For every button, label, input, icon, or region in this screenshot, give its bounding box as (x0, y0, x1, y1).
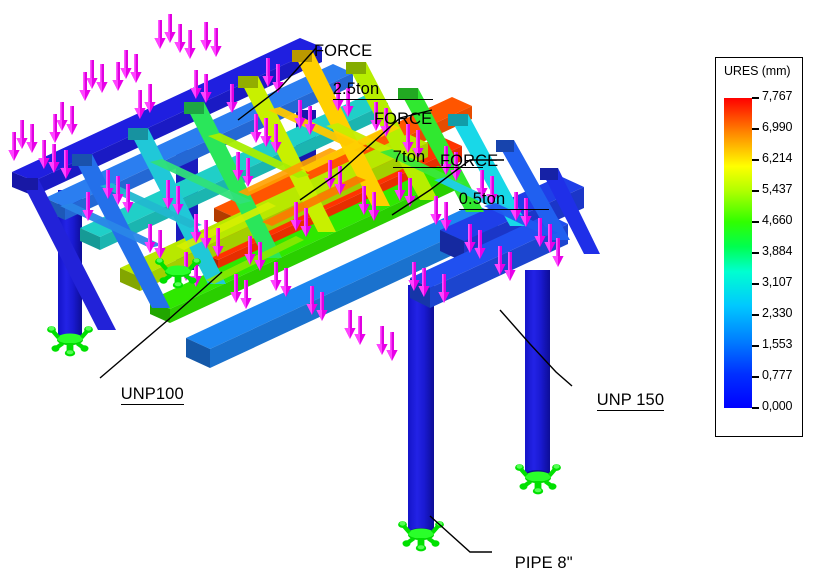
legend-tick-value: 0,000 (762, 399, 793, 413)
legend-tick-value: 1,553 (762, 337, 793, 351)
beam-unp150-front-edge (186, 204, 498, 368)
annotation-unp100: UNP100 (102, 366, 184, 424)
legend-tick-value: 7,767 (762, 89, 793, 103)
beam-transverse-5 (238, 76, 336, 232)
beam-transverse-4 (184, 102, 282, 258)
annotation-unp150: UNP 150 (578, 372, 665, 430)
beam-transverse-10 (496, 140, 570, 240)
annotation-force-2p5ton-line2: 2.5ton (332, 80, 434, 100)
leader-force-7ton (299, 109, 433, 201)
legend-tick: 5,437 (752, 182, 798, 198)
legend-tick-dash (752, 407, 759, 409)
legend-tick-dash (752, 221, 759, 223)
annotation-unp150-label: UNP 150 (596, 391, 665, 411)
legend-tick: 2,330 (752, 306, 798, 322)
legend-tick: 1,553 (752, 337, 798, 353)
leader-force-2p5ton (237, 47, 317, 121)
leader-force-0p5ton (391, 159, 504, 216)
legend-tick-value: 2,330 (762, 306, 793, 320)
annotation-force-7ton: FORCE 7ton (374, 72, 484, 187)
leader-unp150 (499, 309, 573, 387)
legend-tick-value: 4,660 (762, 213, 793, 227)
beam-transverse-8 (398, 88, 484, 212)
legend-colorbar-wrap (724, 98, 752, 408)
legend-tick-value: 3,107 (762, 275, 793, 289)
legend-tick: 3,107 (752, 275, 798, 291)
legend-tick: 4,660 (752, 213, 798, 229)
column-pipe8-front (408, 285, 434, 538)
annotation-pipe8: PIPE 8" (496, 535, 573, 571)
annotation-force-7ton-line2: 7ton (392, 148, 484, 168)
annotation-force-7ton-line1: FORCE (374, 110, 433, 128)
legend-tick: 6,214 (752, 151, 798, 167)
beam-transverse-1 (20, 178, 116, 330)
legend-tick-dash (752, 159, 759, 161)
legend-tick-value: 5,437 (762, 182, 793, 196)
legend-tick: 3,884 (752, 244, 798, 260)
annotation-force-2p5ton-line1: FORCE (314, 42, 373, 60)
legend-tick-dash (752, 97, 759, 99)
legend-tick-dash (752, 376, 759, 378)
leader-unp100 (99, 271, 223, 379)
legend-tick-dash (752, 345, 759, 347)
annotation-force-0p5ton-line1: FORCE (440, 152, 499, 170)
legend-tick: 7,767 (752, 89, 798, 105)
legend-tick: 0,000 (752, 399, 798, 415)
legend-tick-dash (752, 314, 759, 316)
legend-tick-dash (752, 283, 759, 285)
annotation-force-0p5ton-line2: 0.5ton (458, 190, 550, 210)
legend-title: URES (mm) (724, 64, 791, 78)
legend-tick-list: 7,767 6,990 6,214 5,437 4,660 3,884 3,107 2,330… (752, 89, 798, 413)
legend-tick-dash (752, 128, 759, 130)
annotation-pipe8-label: PIPE 8" (515, 554, 573, 571)
legend-tick-value: 6,214 (762, 151, 793, 165)
legend-tick-value: 3,884 (762, 244, 793, 258)
legend-tick: 0,777 (752, 368, 798, 384)
legend-colorbar (724, 98, 752, 408)
beam-transverse-11 (540, 168, 600, 254)
leader-pipe8 (429, 515, 492, 553)
legend-tick-value: 0,777 (762, 368, 793, 382)
annotation-unp100-label: UNP100 (120, 385, 184, 405)
color-legend-panel[interactable]: URES (mm) 7,767 6,990 6,214 5,437 4,660 3,884… (715, 57, 803, 437)
legend-tick-dash (752, 190, 759, 192)
annotation-force-0p5ton: FORCE 0.5ton (440, 114, 550, 229)
legend-tick-dash (752, 252, 759, 254)
beam-transverse-9 (448, 114, 528, 226)
legend-tick: 6,990 (752, 120, 798, 136)
annotation-force-2p5ton: FORCE 2.5ton (314, 4, 434, 119)
leader-line-group (99, 47, 573, 553)
column-pipe8-right (525, 270, 550, 480)
legend-tick-value: 6,990 (762, 120, 793, 134)
